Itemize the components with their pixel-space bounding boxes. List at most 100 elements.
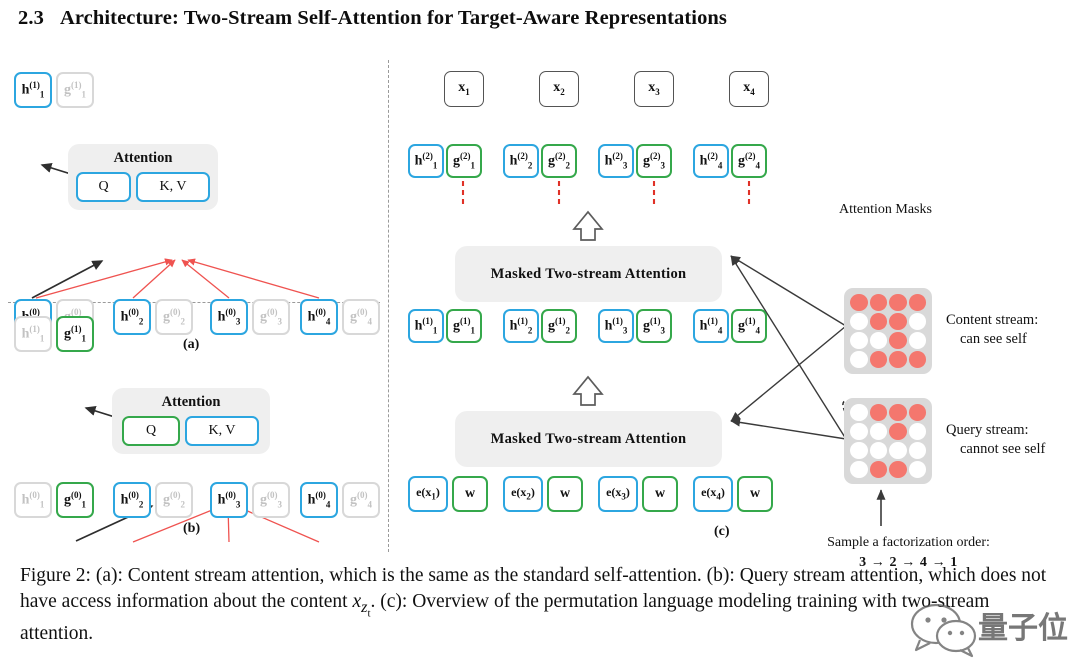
panel-c-target-x3[interactable]: x3 [634, 71, 674, 107]
panel-c-target-x2[interactable]: x2 [539, 71, 579, 107]
panel-c-input-w-1[interactable]: w [452, 476, 488, 512]
content-stream-mask [844, 288, 932, 374]
panel-c-node-h2-layer2[interactable]: h(2)2 [503, 144, 539, 178]
panel-a-node-g3-layer0[interactable]: g(0)3 [252, 299, 290, 335]
panel-c-input-e-x2[interactable]: e(x2) [503, 476, 543, 512]
panel-a-node-g1-layer1[interactable]: g(1)1 [56, 72, 94, 108]
panel-c-input-w-4[interactable]: w [737, 476, 773, 512]
figure-canvas: h(1)1 g(1)1 Attention Q K, V h(0)1 g(0)1… [0, 56, 1080, 570]
node-label: g(0)2 [163, 489, 185, 510]
panel-c-node-g2-layer1[interactable]: g(1)2 [541, 309, 577, 343]
node-label: g(1)3 [643, 315, 665, 336]
panel-b-q-box[interactable]: Q [122, 416, 180, 446]
panel-b-node-g1-layer1[interactable]: g(1)1 [56, 316, 94, 352]
panel-c-node-h4-layer2[interactable]: h(2)4 [693, 144, 729, 178]
panel-c-node-h1-layer2[interactable]: h(2)1 [408, 144, 444, 178]
panel-a-node-h1-layer1[interactable]: h(1)1 [14, 72, 52, 108]
panel-c-node-h3-layer1[interactable]: h(1)3 [598, 309, 634, 343]
content-mask-cell-r2-c2 [869, 313, 887, 330]
node-label: h(1)3 [604, 315, 628, 336]
panel-c-target-x4[interactable]: x4 [729, 71, 769, 107]
panel-c-node-g3-layer1[interactable]: g(1)3 [636, 309, 672, 343]
node-label: g(1)4 [738, 315, 760, 336]
node-label: h(0)3 [217, 306, 241, 327]
panel-c-node-g3-layer2[interactable]: g(2)3 [636, 144, 672, 178]
panel-c-masked-attention-upper[interactable]: Masked Two-stream Attention [455, 246, 722, 302]
query-stream-caption-line1: Query stream: [946, 422, 1029, 438]
content-mask-cell-r4-c3 [889, 351, 907, 368]
horizontal-divider [8, 302, 380, 303]
content-mask-cell-r1-c1 [850, 294, 868, 311]
panel-a-q-box[interactable]: Q [76, 172, 131, 202]
panel-b-node-h1-layer0[interactable]: h(0)1 [14, 482, 52, 518]
panel-a-kv-arrows [35, 258, 320, 299]
section-number: 2.3 [18, 7, 44, 29]
panel-c-node-h4-layer1[interactable]: h(1)4 [693, 309, 729, 343]
panel-c-node-g4-layer2[interactable]: g(2)4 [731, 144, 767, 178]
node-label: h(0)2 [120, 489, 144, 510]
panel-b-attention-title: Attention [161, 394, 221, 410]
panel-b-kv-box[interactable]: K, V [185, 416, 259, 446]
node-label: x2 [553, 80, 565, 97]
panel-b-node-g4-layer0[interactable]: g(0)4 [342, 482, 380, 518]
panel-a-node-g2-layer0[interactable]: g(0)2 [155, 299, 193, 335]
panel-c-node-g1-layer1[interactable]: g(1)1 [446, 309, 482, 343]
panel-b-node-g1-layer0[interactable]: g(0)1 [56, 482, 94, 518]
content-mask-cell-r3-c2 [869, 332, 887, 349]
panel-c-node-g2-layer2[interactable]: g(2)2 [541, 144, 577, 178]
caption-math-sub: zt [361, 597, 371, 620]
node-label: g(2)3 [643, 150, 665, 171]
query-mask-cell-r3-c4 [908, 442, 926, 459]
panel-c-node-g4-layer1[interactable]: g(1)4 [731, 309, 767, 343]
panel-b-node-h4-layer0[interactable]: h(0)4 [300, 482, 338, 518]
content-mask-cell-r4-c1 [850, 351, 868, 368]
panel-c-input-w-2[interactable]: w [547, 476, 583, 512]
content-mask-cell-r1-c4 [908, 294, 926, 311]
panel-c-target-x1[interactable]: x1 [444, 71, 484, 107]
panel-b-node-g2-layer0[interactable]: g(0)2 [155, 482, 193, 518]
panel-c-input-e-x4[interactable]: e(x4) [693, 476, 733, 512]
query-mask-cell-r3-c3 [889, 442, 907, 459]
content-mask-cell-r2-c4 [908, 313, 926, 330]
node-label: h(2)2 [509, 150, 533, 171]
panel-c-node-h3-layer2[interactable]: h(2)3 [598, 144, 634, 178]
panel-c-masked-attention-lower[interactable]: Masked Two-stream Attention [455, 411, 722, 467]
node-label: h(0)3 [217, 489, 241, 510]
query-mask-cell-r4-c3 [889, 461, 907, 478]
panel-a-node-h3-layer0[interactable]: h(0)3 [210, 299, 248, 335]
query-mask-cell-r4-c2 [869, 461, 887, 478]
panel-a-node-h4-layer0[interactable]: h(0)4 [300, 299, 338, 335]
caption-part2: . (c): Overview of the permutation langu… [20, 590, 990, 644]
panel-b-node-g3-layer0[interactable]: g(0)3 [252, 482, 290, 518]
node-label: e(x1) [416, 485, 440, 502]
query-mask-cell-r3-c2 [869, 442, 887, 459]
panel-c-node-g1-layer2[interactable]: g(2)1 [446, 144, 482, 178]
panel-c-node-h2-layer1[interactable]: h(1)2 [503, 309, 539, 343]
content-mask-cell-r3-c1 [850, 332, 868, 349]
panel-c-input-w-3[interactable]: w [642, 476, 678, 512]
node-label: h(0)4 [307, 489, 331, 510]
content-mask-cell-r3-c4 [908, 332, 926, 349]
panel-a-kv-box[interactable]: K, V [136, 172, 210, 202]
panel-b-node-h2-layer0[interactable]: h(0)2 [113, 482, 151, 518]
panel-c-up-arrow-upper [572, 210, 604, 241]
panel-b-node-h1-layer1[interactable]: h(1)1 [14, 316, 52, 352]
node-label: w [749, 486, 761, 501]
panel-c-input-e-x1[interactable]: e(x1) [408, 476, 448, 512]
query-mask-cell-r2-c3 [889, 423, 907, 440]
attention-masks-title: Attention Masks [839, 202, 932, 217]
node-label: h(2)1 [414, 150, 438, 171]
node-label: g(0)3 [260, 306, 282, 327]
query-mask-cell-r2-c2 [869, 423, 887, 440]
panel-b-node-h3-layer0[interactable]: h(0)3 [210, 482, 248, 518]
panel-a-node-h2-layer0[interactable]: h(0)2 [113, 299, 151, 335]
node-label: h(0)1 [21, 489, 45, 510]
panel-c-node-h1-layer1[interactable]: h(1)1 [408, 309, 444, 343]
factorization-note: Sample a factorization order: 3 → 2 → 4 … [801, 533, 1016, 572]
caption-part1: (a): Content stream attention, which is … [20, 565, 1047, 612]
panel-a-node-g4-layer0[interactable]: g(0)4 [342, 299, 380, 335]
content-mask-cell-r4-c4 [908, 351, 926, 368]
panel-c-input-e-x3[interactable]: e(x3) [598, 476, 638, 512]
panel-b-label: (b) [183, 521, 201, 536]
content-mask-cell-r4-c2 [869, 351, 887, 368]
